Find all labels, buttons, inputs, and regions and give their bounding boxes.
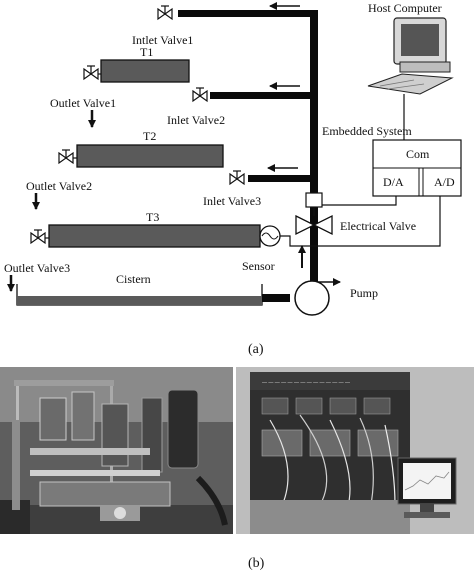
inlet-valve1-label: Intlet Valve1 (132, 33, 193, 47)
tank-t3-label: T3 (146, 210, 159, 224)
electrical-valve-label: Electrical Valve (340, 219, 416, 233)
embedded-system-label: Embedded System (322, 124, 412, 138)
cistern-label: Cistern (116, 272, 151, 286)
computer-icon (367, 17, 454, 95)
pump-symbol (294, 280, 330, 316)
inlet-valve1-symbol (157, 5, 173, 20)
diagram-a: Intlet Valve1 T1 Outlet Valve1 Inlet Val… (4, 1, 462, 316)
inlet-pipe-1 (178, 10, 318, 17)
da-to-valve-wire (322, 196, 397, 206)
outlet-valve3-label: Outlet Valve3 (4, 261, 70, 275)
caption-a: (a) (248, 342, 264, 357)
tank-t1 (100, 59, 190, 83)
electrical-valve-symbol (295, 214, 333, 236)
tank-t3 (48, 224, 261, 248)
sensor-label: Sensor (242, 259, 275, 273)
inlet-pipe-3 (248, 175, 318, 182)
cistern-water (17, 296, 262, 305)
da-label: D/A (383, 175, 404, 189)
inlet-pipe-2 (210, 92, 318, 99)
lab-photo-left (0, 367, 233, 534)
inlet-valve3-label: Inlet Valve3 (203, 194, 261, 208)
lab-photo-right: — — — — — — — — — — — — — — (236, 367, 474, 534)
supply-pipe (310, 10, 318, 310)
tank-t1-label: T1 (140, 45, 153, 59)
outlet-valve1-symbol (83, 65, 99, 80)
host-computer-label: Host Computer (368, 1, 442, 15)
outlet-valve3-symbol (30, 229, 46, 244)
caption-b: (b) (248, 556, 265, 571)
inlet-valve3-symbol (229, 170, 245, 185)
outlet-valve1-label: Outlet Valve1 (50, 96, 116, 110)
ad-label: A/D (434, 175, 455, 189)
inlet-valve2-symbol (192, 87, 208, 102)
tank-t2 (76, 144, 224, 168)
photo-panel-b: — — — — — — — — — — — — — — (0, 367, 474, 534)
cistern-to-pump-pipe (262, 294, 290, 302)
pump-label: Pump (350, 286, 378, 300)
sensor-to-ad-wire (280, 196, 441, 247)
inlet-valve2-label: Inlet Valve2 (167, 113, 225, 127)
tank-t2-label: T2 (143, 129, 156, 143)
actuator-box (305, 192, 323, 208)
outlet-valve2-label: Outlet Valve2 (26, 179, 92, 193)
com-label: Com (406, 147, 430, 161)
sensor-wave (261, 232, 279, 240)
outlet-valve2-symbol (58, 149, 74, 164)
control-panel-header: — — — — — — — — — — — — — — (262, 380, 350, 386)
